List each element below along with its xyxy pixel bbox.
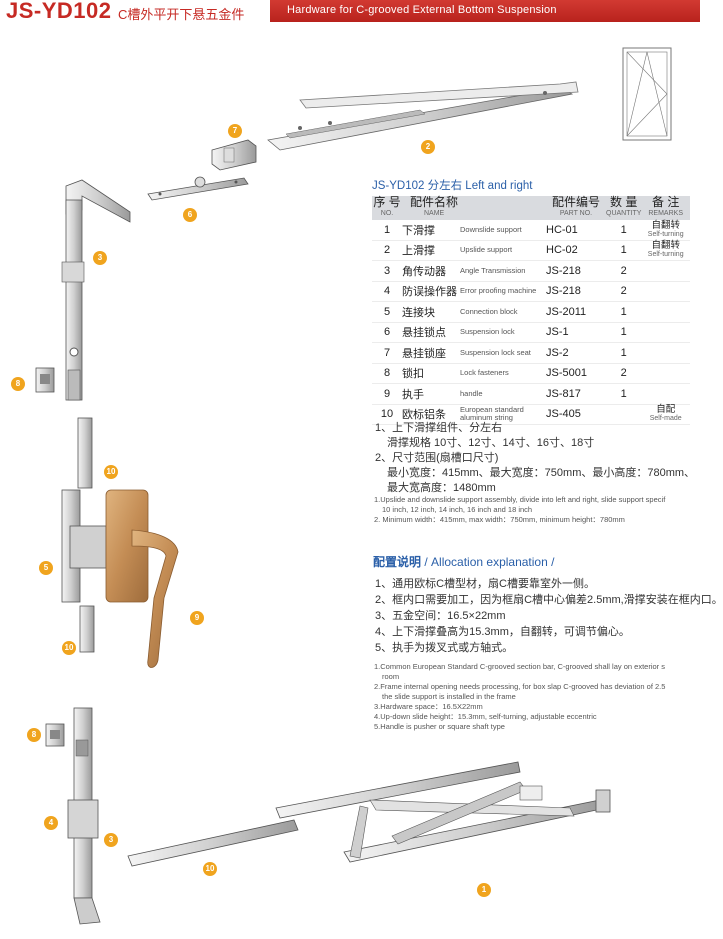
note-line: 最小宽度：415mm、最大宽度：750mm、最小高度：780mm、: [387, 467, 696, 479]
allocation-item: 3、五金空间：16.5×22mm: [375, 610, 506, 622]
callout-3-top: 3: [93, 251, 107, 265]
model-number: JS-YD102: [6, 0, 112, 23]
allocation-item: 5、执手为拨叉式或方轴式。: [375, 642, 514, 654]
lock-fastener-bottom: [45, 723, 65, 747]
handle-part: [105, 489, 179, 668]
window-opening-schematic: [622, 47, 672, 141]
note-line-en: 2. Minimum width：415mm, max width：750mm,…: [374, 515, 625, 524]
spec-title: JS-YD102 分左右 Left and right: [372, 180, 533, 192]
lock-fastener-top: [35, 367, 55, 393]
notes-cn: 1、上下滑撑组件、分左右 滑撑规格 10寸、12寸、14寸、16寸、18寸 2、…: [375, 421, 695, 496]
allocation-item-en: room: [382, 672, 400, 681]
callout-9: 9: [190, 611, 204, 625]
allocation-title: 配置说明 / Allocation explanation /: [373, 555, 555, 569]
connection-block-part: [61, 489, 107, 603]
note-line: 最大宽高度：1480mm: [387, 482, 496, 494]
allocation-item: 2、框内口需要加工，因为框扇C槽中心偏差2.5mm,滑撑安装在框内口。: [375, 594, 723, 606]
header-left: JS-YD102 C槽外平开下悬五金件: [0, 0, 270, 23]
allocation-item: 4、上下滑撑叠高为15.3mm，自翻转，可调节偏心。: [375, 626, 630, 638]
allocation-item-en: 5.Handle is pusher or square shaft type: [374, 722, 505, 731]
exploded-hardware-diagram: [35, 47, 672, 925]
angle-transmission-bottom: [67, 707, 101, 925]
aluminum-string-bottom: [127, 819, 299, 867]
callout-10-bottom: 10: [203, 862, 217, 876]
note-line-en: 10 inch, 12 inch, 14 inch, 16 inch and 1…: [382, 505, 533, 514]
callout-8-top: 8: [11, 377, 25, 391]
callout-3-bottom: 3: [104, 833, 118, 847]
allocation-cn: 1、通用欧标C槽型材，扇C槽要靠室外一侧。 2、框内口需要加工，因为框扇C槽中心…: [375, 576, 723, 656]
callout-6: 6: [183, 208, 197, 222]
suspension-lock-part: [147, 176, 249, 201]
title-cn: C槽外平开下悬五金件: [118, 7, 245, 22]
downslide-support-part: [275, 761, 611, 863]
header-banner: JS-YD102 C槽外平开下悬五金件 Hardware for C-groov…: [0, 0, 700, 23]
notes-en: 1.Upslide and downslide support assembly…: [374, 495, 700, 525]
allocation-item-en: 2.Frame internal opening needs processin…: [374, 682, 666, 691]
allocation-en: 1.Common European Standard C-grooved sec…: [374, 662, 700, 732]
title-en: Hardware for C-grooved External Bottom S…: [287, 4, 557, 16]
suspension-lock-seat-part: [211, 139, 257, 171]
aluminum-string-lower: [79, 605, 95, 653]
note-line-en: 1.Upslide and downslide support assembly…: [374, 495, 666, 504]
angle-transmission-top: [61, 179, 131, 401]
note-line: 2、尺寸范围(扇槽口尺寸): [375, 452, 499, 464]
upslide-support-part: [267, 81, 579, 151]
callout-7: 7: [228, 124, 242, 138]
note-line: 滑撑规格 10寸、12寸、14寸、16寸、18寸: [387, 437, 595, 449]
callout-8-bottom: 8: [27, 728, 41, 742]
callout-4: 4: [44, 816, 58, 830]
allocation-item-en: 4.Up-down slide height：15.3mm, self-turn…: [374, 712, 597, 721]
callout-1: 1: [477, 883, 491, 897]
allocation-item-en: 3.Hardware space：16.5X22mm: [374, 702, 483, 711]
allocation-item-en: the slide support is installed in the fr…: [382, 692, 516, 701]
header-right-bar: Hardware for C-grooved External Bottom S…: [270, 0, 700, 22]
aluminum-string-upper: [77, 417, 93, 489]
callout-10-upper: 10: [104, 465, 118, 479]
allocation-item-en: 1.Common European Standard C-grooved sec…: [374, 662, 665, 671]
note-line: 1、上下滑撑组件、分左右: [375, 422, 503, 434]
allocation-item: 1、通用欧标C槽型材，扇C槽要靠室外一侧。: [375, 578, 596, 590]
callout-2: 2: [421, 140, 435, 154]
callout-5: 5: [39, 561, 53, 575]
callout-10-lower: 10: [62, 641, 76, 655]
